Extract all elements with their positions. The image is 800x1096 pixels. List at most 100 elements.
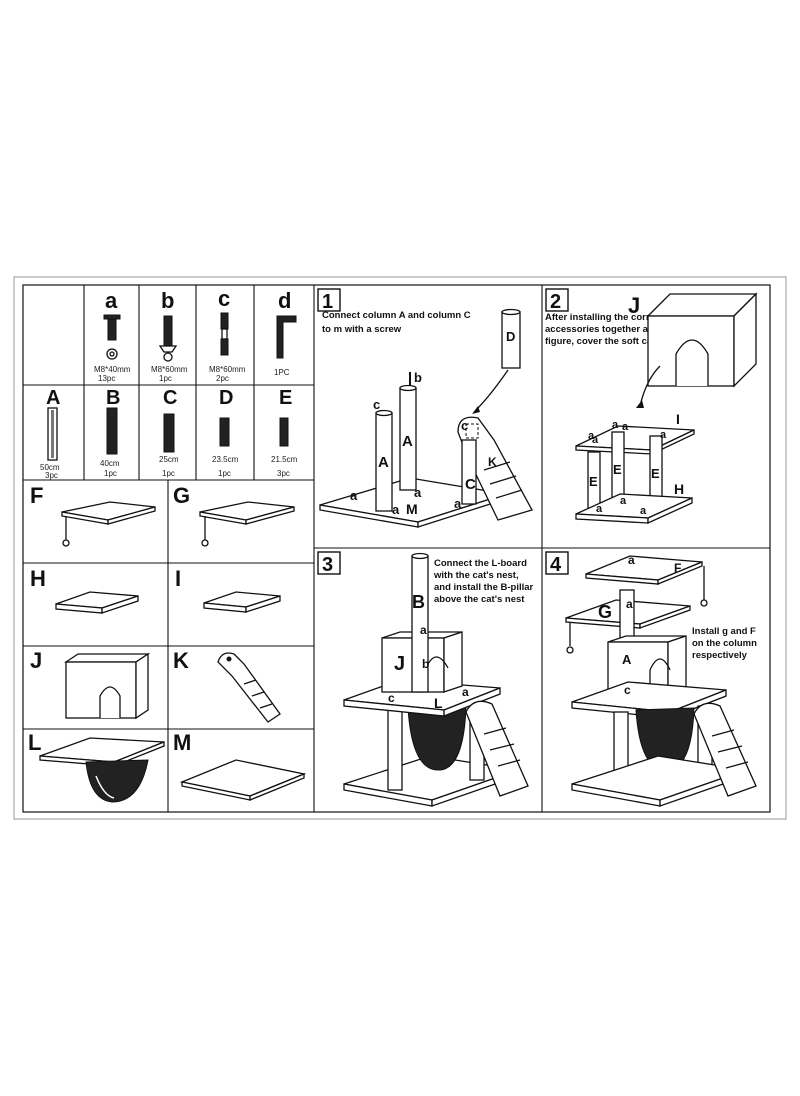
step-2-label-a4: a (660, 429, 667, 441)
column-B-letter: B (106, 387, 120, 409)
step-4-line-1: Install g and F (692, 626, 756, 637)
step-4-label-F: F (674, 561, 681, 575)
panel-I-letter: I (175, 566, 181, 591)
hardware-a-letter: a (105, 288, 118, 313)
step-2-label-a7: a (640, 505, 647, 517)
panel-M-letter: M (173, 730, 191, 755)
panel-K: K (173, 648, 281, 723)
hardware-c-size: M8*60mm (209, 365, 246, 374)
step-3-label-a2: a (462, 685, 469, 699)
panel-F-letter: F (30, 483, 43, 508)
step-1-label-a2: a (414, 485, 422, 500)
column-D: D 23.5cm 1pc (212, 387, 239, 478)
panel-G: G (173, 483, 295, 547)
column-A-qty: 3pc (45, 471, 58, 480)
hardware-d-letter: d (278, 288, 291, 313)
hardware-a: a M8*40mm 13pc (94, 288, 131, 383)
hardware-b-size: M8*60mm (151, 365, 188, 374)
step-2-label-a1: a (592, 434, 599, 446)
step-3-label-a1: a (420, 623, 427, 637)
step-3-label-L: L (434, 695, 443, 711)
step-2-line-2: accessories together as shown in the (545, 324, 714, 335)
hardware-b-letter: b (161, 288, 174, 313)
column-B: B 40cm 1pc (100, 387, 120, 478)
step-1-label-C: C (465, 476, 476, 493)
column-A-letter: A (46, 387, 60, 409)
hardware-d: d 1PC (274, 288, 297, 377)
step-3-label-b: b (422, 657, 429, 671)
step-4-label-a1: a (628, 553, 635, 567)
column-C-qty: 1pc (162, 469, 175, 478)
panel-G-letter: G (173, 483, 190, 508)
step-1: 1 Connect column A and column C to m wit… (317, 288, 533, 528)
step-1-label-M: M (406, 501, 418, 517)
step-1-line-2: to m with a screw (322, 324, 402, 335)
panel-H-letter: H (30, 566, 46, 591)
step-3-label-J: J (394, 653, 405, 675)
column-A-length: 50cm (40, 463, 60, 472)
hardware-b: b M8*60mm 1pc (151, 288, 188, 383)
hardware-a-qty: 13pc (98, 374, 115, 383)
step-3-line-3: and install the B-pillar (434, 582, 534, 593)
step-2-line-1: After installing the corresponding (545, 312, 698, 323)
step-3-line-4: above the cat's nest (434, 594, 525, 605)
step-2: 2 After installing the corresponding acc… (545, 288, 758, 525)
column-E-letter: E (279, 387, 292, 409)
step-2-label-I: I (676, 411, 680, 427)
step-2-label-a2: a (612, 419, 619, 431)
screw-icon (163, 315, 173, 347)
column-E-qty: 3pc (277, 469, 290, 478)
screw-icon (107, 317, 117, 341)
step-2-number: 2 (550, 291, 561, 313)
step-2-label-a3: a (622, 421, 629, 433)
step-1-label-A2: A (402, 433, 413, 450)
panel-J: J (30, 648, 151, 720)
column-D-qty: 1pc (218, 469, 231, 478)
column-B-length: 40cm (100, 459, 120, 468)
step-4-label-A: A (622, 652, 632, 667)
panel-L-letter: L (28, 730, 41, 755)
step-1-line-1: Connect column A and column C (322, 310, 471, 321)
column-C: C 25cm 1pc (159, 387, 179, 478)
column-D-letter: D (219, 387, 233, 409)
step-1-label-D: D (506, 329, 515, 344)
step-2-label-J: J (628, 293, 640, 318)
step-4-label-a2: a (626, 597, 633, 611)
allen-key-icon (276, 315, 297, 359)
step-1-label-a1: a (392, 502, 400, 517)
column-E: E 21.5cm 3pc (271, 387, 298, 478)
hardware-b-qty: 1pc (159, 374, 172, 383)
column-A: A 50cm 3pc (40, 387, 60, 480)
step-3-label-B: B (412, 592, 425, 612)
step-2-label-a5: a (596, 503, 603, 515)
bolt-icon (220, 312, 229, 330)
step-1-label-c2: c (461, 418, 468, 433)
step-1-label-a4: a (350, 488, 358, 503)
step-4: 4 Install g and F on the column respecti… (545, 551, 757, 807)
step-1-label-b: b (414, 370, 422, 385)
step-4-number: 4 (550, 554, 562, 576)
step-2-label-E1: E (589, 474, 598, 489)
panel-F: F (30, 483, 156, 547)
step-2-label-a6: a (620, 495, 627, 507)
step-1-label-c1: c (373, 397, 380, 412)
step-1-label-A1: A (378, 454, 389, 471)
step-3-number: 3 (322, 554, 333, 576)
step-1-number: 1 (322, 291, 333, 313)
hardware-c: c M8*60mm 2pc (209, 286, 246, 383)
outer-frame (13, 276, 787, 820)
hardware-c-letter: c (218, 286, 230, 311)
step-4-line-2: on the column (692, 638, 757, 649)
step-4-label-G: G (598, 602, 612, 622)
column-C-letter: C (163, 387, 177, 409)
column-E-length: 21.5cm (271, 455, 298, 464)
step-3: 3 Connect the L-board with the cat's nes… (317, 551, 534, 807)
step-2-label-E2: E (613, 462, 622, 477)
step-2-line-3: figure, cover the soft cat nest (545, 336, 678, 347)
grid-lines (23, 285, 770, 812)
step-3-line-1: Connect the L-board (434, 558, 527, 569)
panel-K-letter: K (173, 648, 189, 673)
panel-L: L (28, 730, 165, 803)
hardware-a-size: M8*40mm (94, 365, 131, 374)
step-4-line-3: respectively (692, 650, 748, 661)
